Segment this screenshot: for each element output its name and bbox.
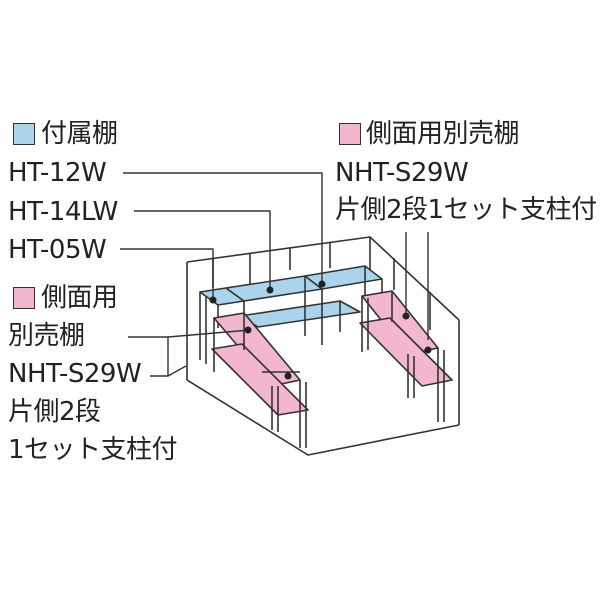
leader-dots xyxy=(209,280,432,380)
side-shelf-swatch-right xyxy=(339,123,361,145)
side-shelf-swatch-left xyxy=(13,287,35,309)
side-shelf-right-posts xyxy=(361,291,445,422)
shed-outline xyxy=(186,236,460,456)
accessory-shelf-legend-label: 付属棚 xyxy=(41,119,118,149)
side-shelf-line-left-2: NHT-S29W xyxy=(8,359,142,389)
side-shelf-left-posts xyxy=(213,313,307,448)
accessory-shelf-swatch xyxy=(13,123,35,145)
side-shelf-legend-label-left: 側面用 xyxy=(41,283,118,313)
side-shelf-left xyxy=(211,312,309,416)
side-shelf-model-right: NHT-S29W xyxy=(335,158,469,188)
side-shelf-line-left-3: 片側2段 xyxy=(8,397,101,427)
accessory-shelves xyxy=(199,265,383,328)
side-shelf-legend-label-right: 側面用別売棚 xyxy=(366,119,520,149)
side-shelf-desc-right: 片側2段1セット支柱付 xyxy=(335,195,597,225)
side-shelf-right xyxy=(359,290,453,387)
model-ht-12w-label: HT-12W xyxy=(8,158,107,188)
model-ht-05w-label: HT-05W xyxy=(8,235,107,265)
accessory-shelf-posts xyxy=(199,266,383,364)
side-shelf-line-left-4: 1セット支柱付 xyxy=(8,435,178,465)
side-shelf-line-left-1: 別売棚 xyxy=(8,321,85,351)
model-ht-14lw-label: HT-14LW xyxy=(8,197,118,227)
leader-lines xyxy=(120,172,429,377)
